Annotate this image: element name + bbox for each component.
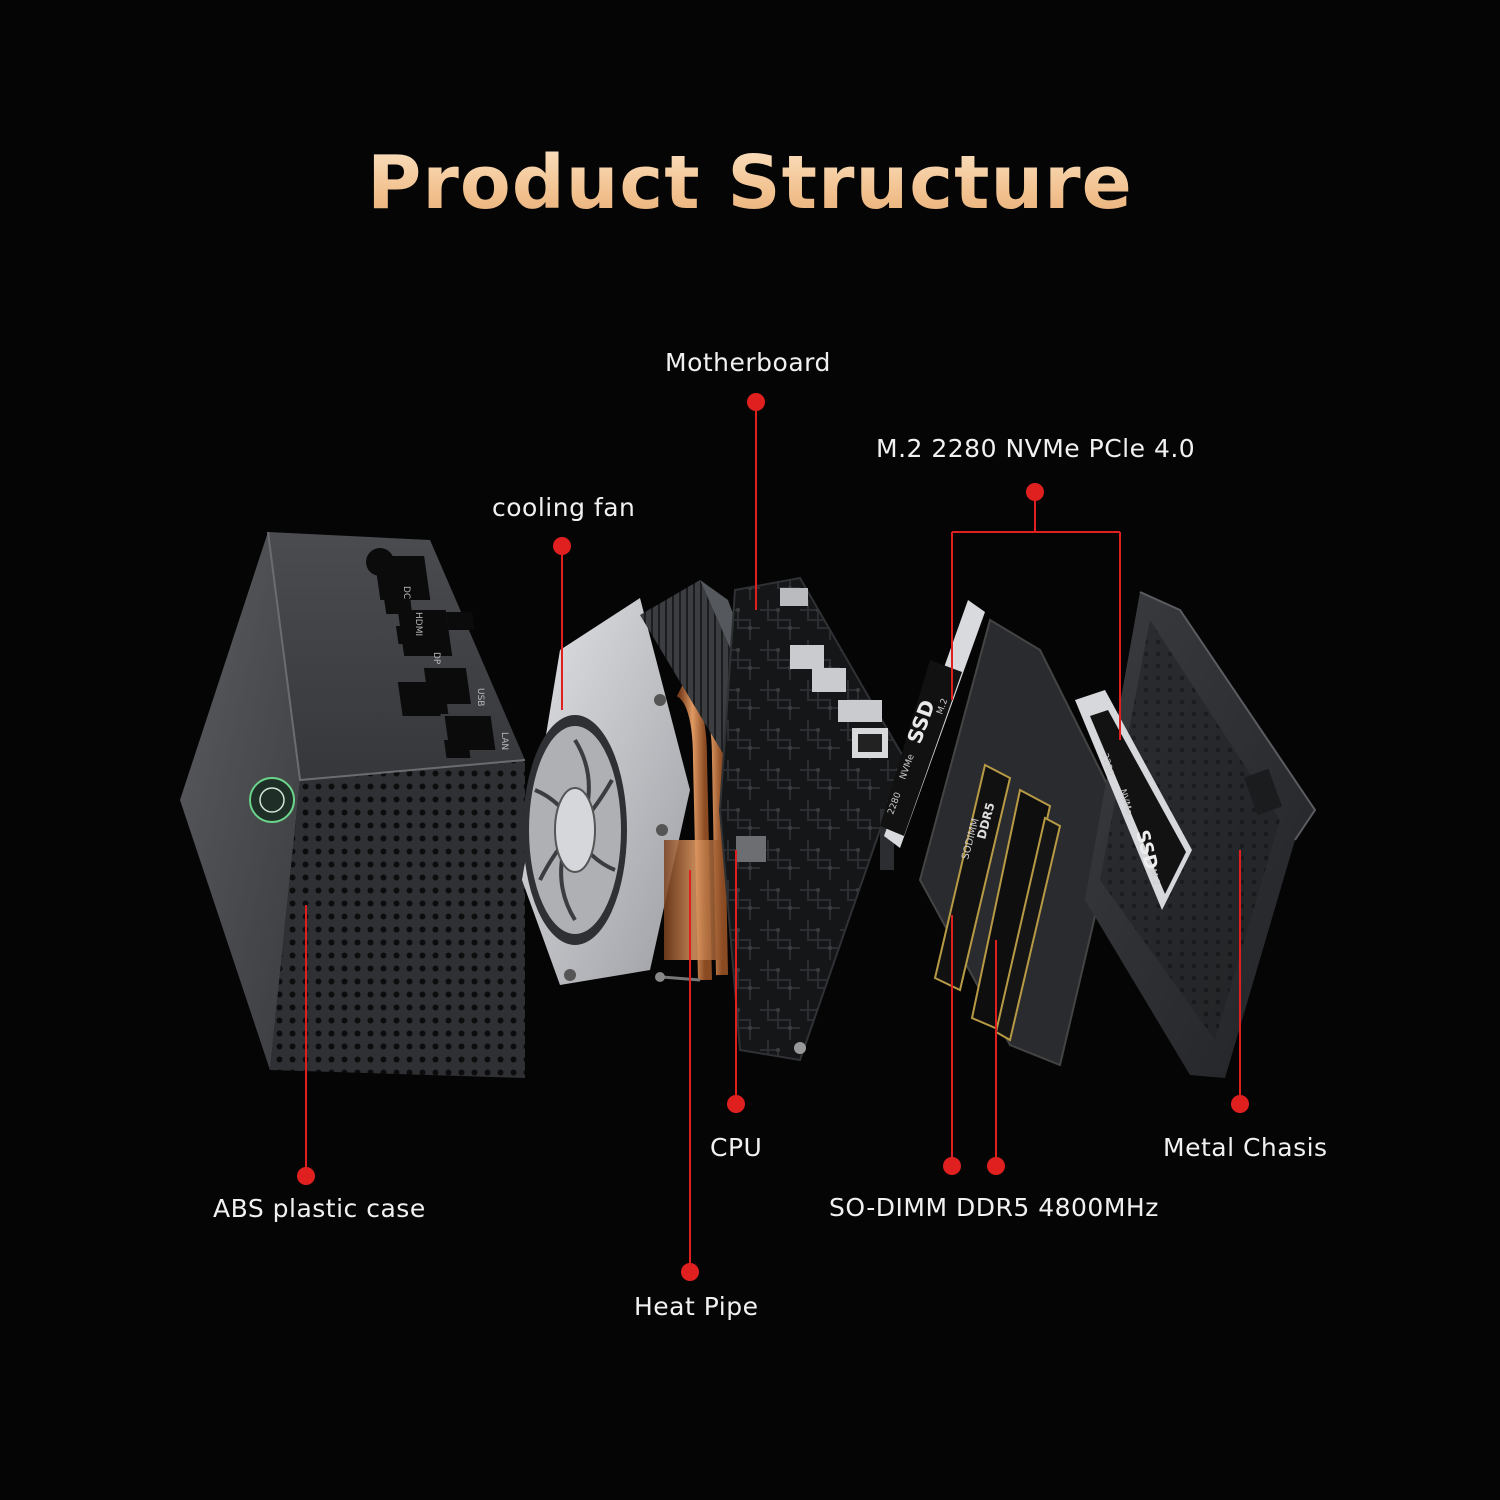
label-abs-case: ABS plastic case (213, 1194, 426, 1223)
cooling-fan (522, 598, 690, 985)
label-motherboard: Motherboard (665, 348, 831, 377)
dot-cooling-fan (553, 537, 571, 555)
brand-seal-icon (249, 777, 295, 823)
port-label-lan: LAN (499, 732, 509, 750)
dot-chassis (1231, 1095, 1249, 1113)
label-cooling-fan: cooling fan (492, 493, 636, 522)
metal-chassis (1085, 591, 1317, 1078)
dot-ram-1 (943, 1157, 961, 1175)
port-label-dc: DC (401, 586, 411, 599)
ddr5-sodimm-modules: DDR5 SODIMM (933, 763, 1062, 1042)
label-cpu: CPU (710, 1133, 763, 1162)
label-metal-chassis: Metal Chasis (1163, 1133, 1328, 1162)
port-label-usb: USB (475, 688, 485, 706)
callout-lines (297, 393, 1249, 1281)
dot-cpu (727, 1095, 745, 1113)
dot-ram-2 (987, 1157, 1005, 1175)
label-heat-pipe: Heat Pipe (634, 1292, 759, 1321)
dot-motherboard (747, 393, 765, 411)
label-ssd: M.2 2280 NVMe PCle 4.0 (876, 434, 1196, 463)
dot-abs-case (297, 1167, 315, 1185)
port-label-dp: DP (431, 652, 441, 665)
nvme-ssd-rear: SSD NVMe 2280 M.2 (1075, 690, 1192, 910)
dot-ssd (1026, 483, 1044, 501)
label-ram: SO-DIMM DDR5 4800MHz (829, 1193, 1159, 1222)
page-title: Product Structure (0, 140, 1500, 226)
ssd-rear-form: M.2 (1147, 868, 1161, 886)
dot-heat-pipe (681, 1263, 699, 1281)
motherboard (718, 576, 907, 1062)
cpu-chip (736, 836, 766, 862)
abs-plastic-case: DC HDMI DP USB LAN (180, 531, 526, 1078)
port-label-hdmi: HDMI (413, 612, 423, 636)
